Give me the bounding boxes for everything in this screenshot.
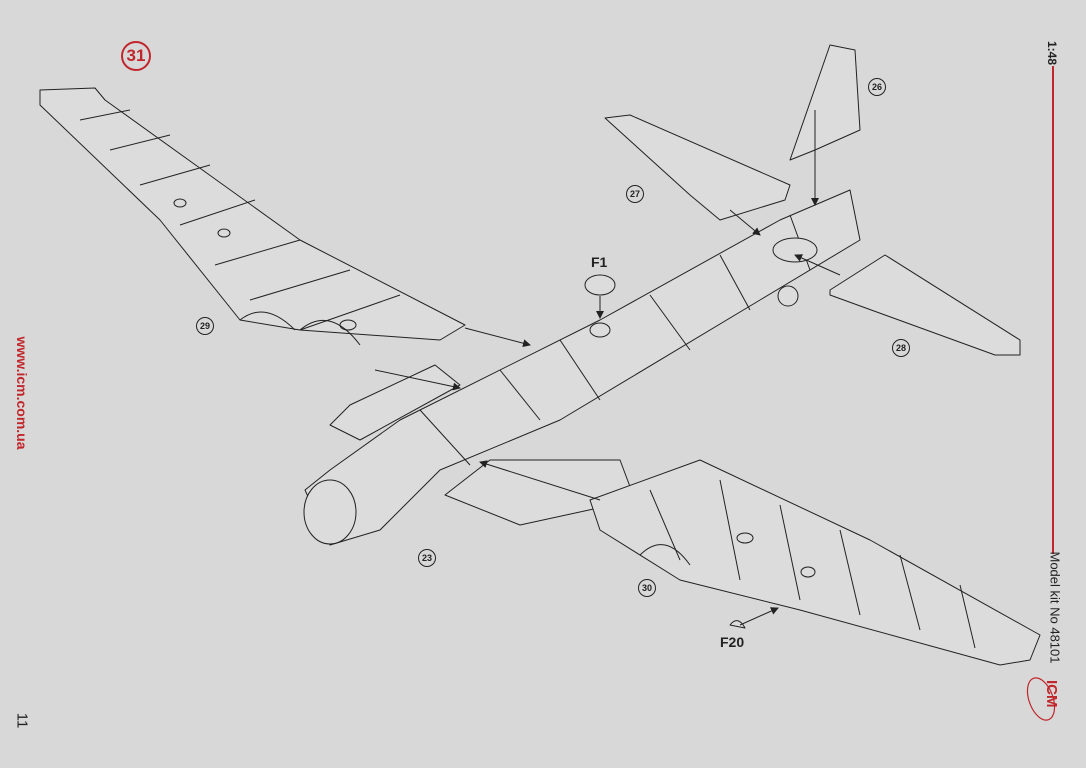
- website-link[interactable]: www.icm.com.ua: [14, 336, 30, 450]
- label-f1: F1: [591, 254, 608, 270]
- callout-part-27: 27: [626, 185, 644, 203]
- callout-part-29: 29: [196, 317, 214, 335]
- label-f20: F20: [720, 634, 745, 650]
- divider-line: [1052, 66, 1054, 554]
- fin-part-26: [789, 44, 861, 161]
- callout-part-26: 26: [868, 78, 886, 96]
- part-f1: [584, 274, 616, 296]
- svg-text:ICM: ICM: [1043, 680, 1060, 708]
- page-number: 11: [13, 712, 31, 729]
- fuselage-part-23: [304, 189, 861, 546]
- icm-logo: ICM: [1026, 677, 1060, 721]
- callout-part-30: 30: [638, 579, 656, 597]
- flap-panel: [329, 364, 461, 441]
- callout-part-28: 28: [892, 339, 910, 357]
- left-tailplane-part-27: [604, 114, 791, 221]
- right-wing-part-30: [589, 459, 1041, 666]
- left-wing-part-29: [39, 87, 466, 341]
- callout-part-23: 23: [418, 549, 436, 567]
- right-tailplane-part-28: [829, 254, 1021, 356]
- scale-label: 1:48: [1045, 40, 1060, 66]
- step-number: 31: [121, 41, 151, 71]
- model-kit-label: Model kit No 48101: [1047, 551, 1063, 664]
- part-f20: [729, 620, 746, 629]
